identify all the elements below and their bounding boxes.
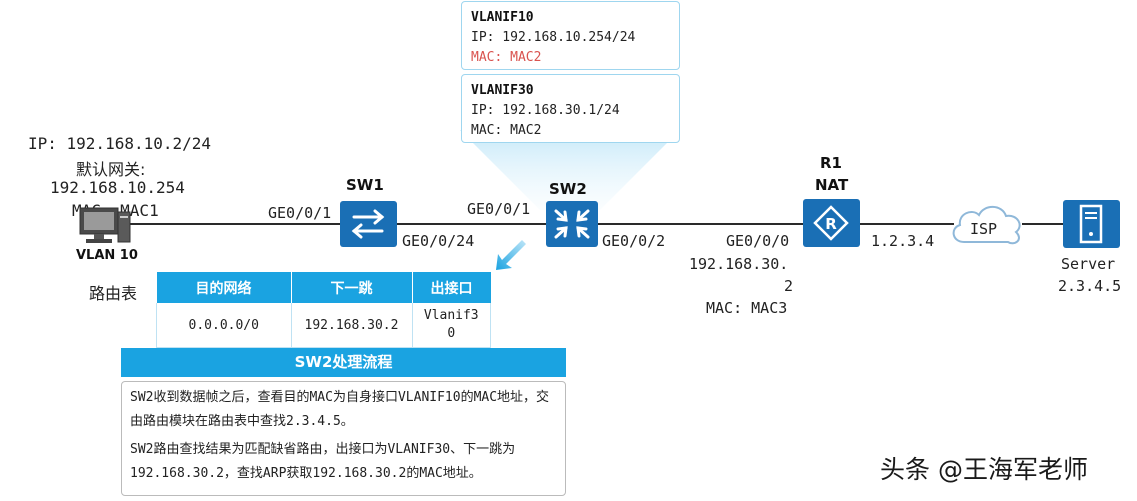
r1-wan-ip: 1.2.3.4	[871, 232, 935, 250]
link-isp-server	[1022, 223, 1064, 225]
sw1-port-right: GE0/0/24	[402, 232, 475, 250]
switch-arrows-icon	[351, 209, 385, 239]
link-r1-isp	[858, 223, 954, 225]
process-title: SW2处理流程	[121, 348, 566, 377]
watermark: 头条 @王海军老师	[880, 455, 1088, 484]
isp-label: ISP	[970, 220, 998, 238]
route-nexthop: 192.168.30.2	[290, 303, 413, 348]
sw1-icon	[340, 201, 397, 247]
route-table-header-dest: 目的网络	[156, 272, 292, 303]
link-sw2-r1	[598, 223, 804, 225]
server-tower-icon	[1079, 204, 1103, 244]
sw2-name: SW2	[549, 180, 587, 198]
link-sw1-sw2	[396, 223, 546, 225]
highlight-beam	[460, 130, 680, 210]
link-pc-sw1	[130, 223, 342, 225]
sw2-icon	[546, 201, 598, 247]
route-dest: 0.0.0.0/0	[156, 303, 292, 348]
r1-name: R1	[820, 154, 842, 172]
r1-nat: NAT	[815, 176, 849, 194]
svg-text:R: R	[825, 215, 837, 233]
vlanif10-title: VLANIF10	[471, 10, 534, 25]
sw1-port-left: GE0/0/1	[268, 204, 332, 222]
sw2-port-right: GE0/0/2	[602, 232, 666, 250]
route-table: 目的网络 下一跳 出接口 0.0.0.0/0 192.168.30.2 Vlan…	[156, 272, 491, 348]
sw1-name: SW1	[346, 176, 384, 194]
route-table-header-nexthop: 下一跳	[291, 272, 413, 303]
vlanif10-ip: IP: 192.168.10.254/24	[471, 30, 636, 45]
process-step-2: SW2路由查找结果为匹配缺省路由，出接口为VLANIF30、下一跳为192.16…	[130, 442, 516, 481]
process-box: SW2收到数据帧之后，查看目的MAC为自身接口VLANIF10的MAC地址，交由…	[121, 381, 566, 496]
router-icon: R	[813, 205, 849, 241]
server-ip: 2.3.4.5	[1058, 277, 1122, 295]
pointer-arrow-icon	[496, 240, 526, 270]
vlanif10-mac: MAC: MAC2	[471, 50, 542, 65]
pc-icon	[79, 207, 131, 243]
vlanif30-box: VLANIF30 IP: 192.168.30.1/24 MAC: MAC2	[461, 74, 680, 143]
route-table-label: 路由表	[89, 284, 138, 303]
route-table-header-iface: 出接口	[412, 272, 491, 303]
vlanif10-box: VLANIF10 IP: 192.168.10.254/24 MAC: MAC2	[461, 1, 680, 70]
vlanif30-ip: IP: 192.168.30.1/24	[471, 103, 620, 118]
server-icon	[1063, 200, 1120, 248]
vlanif30-title: VLANIF30	[471, 83, 534, 98]
r1-icon: R	[803, 199, 860, 247]
l3-switch-icon	[554, 209, 590, 239]
pc-gateway-label: 默认网关:	[76, 160, 146, 179]
process-step-1: SW2收到数据帧之后，查看目的MAC为自身接口VLANIF10的MAC地址，交由…	[130, 390, 550, 429]
route-iface: Vlanif3 0	[411, 303, 491, 348]
pc-vlan-label: VLAN 10	[76, 248, 138, 263]
r1-port: GE0/0/0	[726, 232, 790, 250]
sw2-port-left: GE0/0/1	[467, 200, 531, 218]
cloud-icon	[952, 205, 1021, 245]
pc-gateway-value: 192.168.10.254	[50, 178, 185, 197]
pc-ip: IP: 192.168.10.2/24	[28, 134, 212, 153]
server-name: Server	[1061, 255, 1116, 273]
vlanif30-mac: MAC: MAC2	[471, 123, 542, 138]
r1-ip-line2: 2	[784, 277, 794, 295]
table-row: 0.0.0.0/0 192.168.30.2 Vlanif3 0	[156, 303, 491, 348]
r1-mac: MAC: MAC3	[706, 299, 788, 317]
r1-ip-line1: 192.168.30.	[689, 255, 789, 273]
